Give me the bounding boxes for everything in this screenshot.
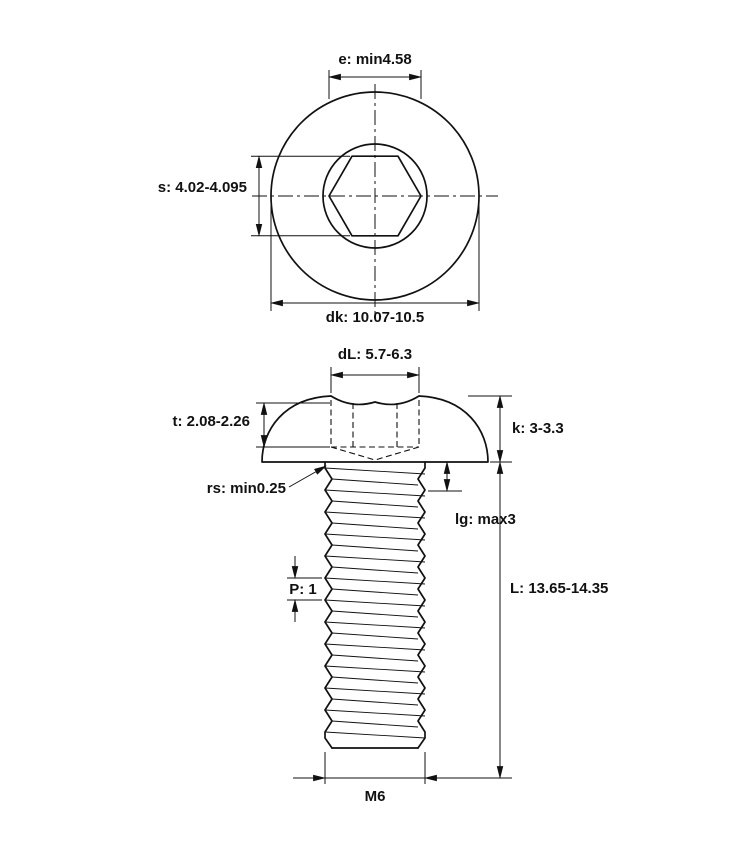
dim-label-t: t: 2.08-2.26 (172, 413, 250, 430)
dim-k: k: 3-3.3 (468, 394, 564, 464)
top-view: e: min4.58 s: 4.02-4.095 dk: 10.07-10.5 (158, 51, 498, 326)
hex-socket-outline (328, 155, 422, 237)
dim-lg: lg: max3 (428, 460, 516, 528)
screw-head-profile (261, 395, 489, 463)
dim-label-dL: dL: 5.7-6.3 (338, 346, 412, 363)
shank-edge-left (324, 461, 333, 749)
dim-label-rs: rs: min0.25 (207, 480, 286, 497)
dim-label-s: s: 4.02-4.095 (158, 179, 247, 196)
dim-label-dk: dk: 10.07-10.5 (326, 309, 424, 326)
dim-e: e: min4.58 (327, 51, 423, 99)
dim-rs-leader (288, 465, 327, 488)
dim-M6: M6 (293, 752, 457, 805)
dim-rs: rs: min0.25 (207, 465, 327, 497)
dim-label-k: k: 3-3.3 (512, 420, 564, 437)
dim-label-P: P: 1 (289, 581, 317, 598)
dim-P: P: 1 (287, 556, 322, 622)
socket-bore-circle (322, 143, 428, 249)
dim-dk: dk: 10.07-10.5 (269, 202, 481, 326)
shank-edge-right (417, 461, 426, 749)
dim-dL: dL: 5.7-6.3 (329, 346, 421, 393)
dim-s: s: 4.02-4.095 (158, 155, 350, 237)
dim-L: L: 13.65-14.35 (430, 460, 608, 780)
dim-label-e: e: min4.58 (338, 51, 411, 68)
dim-t: t: 2.08-2.26 (172, 401, 330, 449)
dim-label-lg: lg: max3 (455, 511, 516, 528)
threaded-shank (324, 461, 426, 749)
thread-crest-lines (324, 467, 426, 739)
dim-label-M6: M6 (365, 788, 386, 805)
side-view: dL: 5.7-6.3 t: 2.08-2.26 k: 3-3.3 rs: mi… (172, 346, 608, 805)
hidden-socket (330, 400, 420, 461)
dim-label-L: L: 13.65-14.35 (510, 580, 608, 597)
